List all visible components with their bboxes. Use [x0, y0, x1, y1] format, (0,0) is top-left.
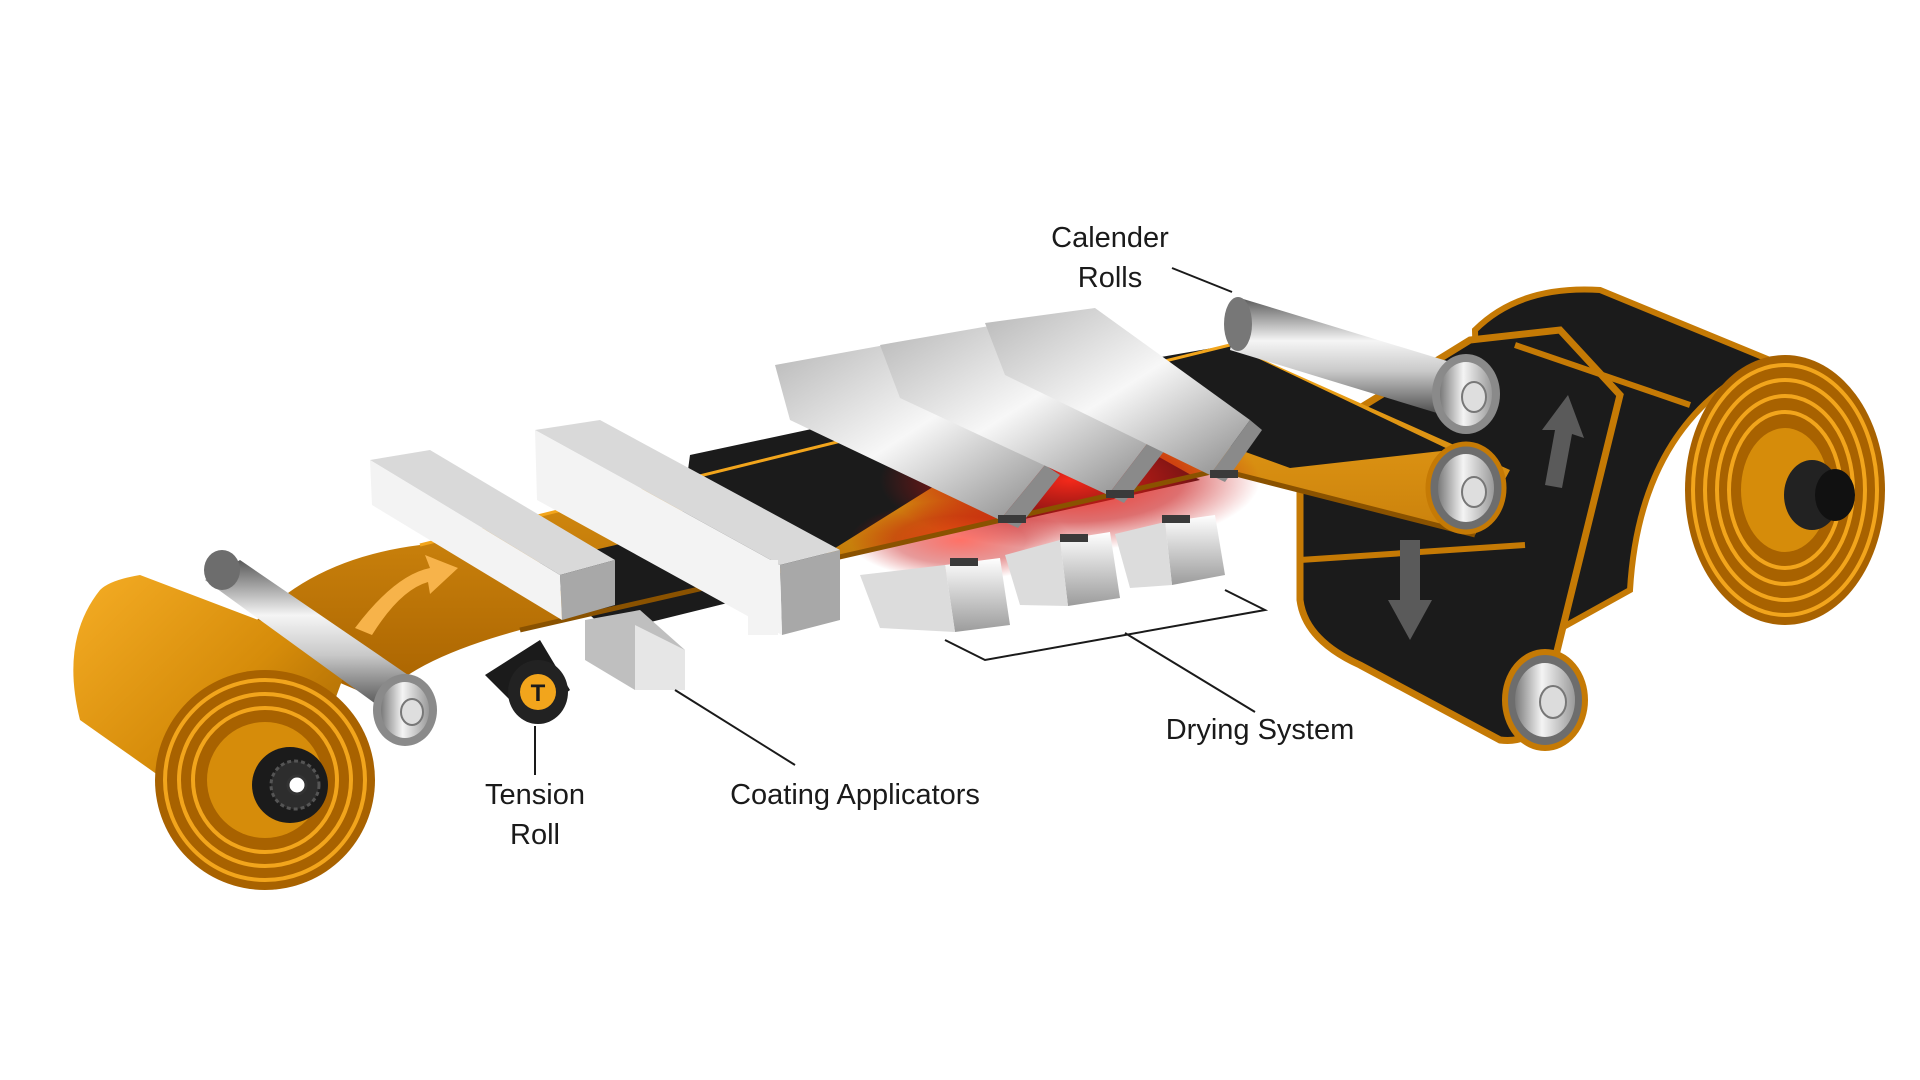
idler-roll-left [204, 550, 437, 746]
drying-system-leader [1124, 632, 1256, 713]
calender-rolls-label-line-2: Rolls [1077, 262, 1143, 294]
t-badge-icon: T [531, 680, 546, 707]
dryer-lower-2 [1005, 532, 1120, 606]
dryer-lower-3 [1115, 515, 1225, 588]
calender-rolls-label-line-1: Calender [1051, 222, 1169, 254]
calender-roll-upper [1224, 297, 1500, 434]
calender-rolls-leader [1171, 267, 1233, 293]
dryer-lower-1 [860, 558, 1010, 632]
tension-roll-label-line-1: Tension [485, 779, 585, 811]
down-arrow-icon [1388, 540, 1432, 640]
coating-applicators-label: Coating Applicators [730, 779, 980, 811]
take-up-roll-end [1685, 355, 1885, 625]
calender-rolls-label: Calender Rolls [1050, 218, 1170, 298]
up-arrow-icon [1542, 395, 1584, 488]
drying-system [775, 308, 1269, 713]
tension-roll-label: Tension Roll [475, 775, 595, 855]
drying-system-bracket [944, 589, 1269, 662]
tension-roll-label-line-2: Roll [510, 819, 560, 851]
coating-applicator-2 [535, 420, 840, 635]
dryer-upper-2 [880, 325, 1165, 503]
coating-applicator-1 [370, 450, 685, 690]
unwind-roll [73, 575, 375, 890]
calender-rolls [1224, 297, 1507, 535]
dryer-upper-3 [985, 308, 1262, 482]
coating-applicators [370, 420, 840, 766]
calender-roll-lower [1425, 441, 1507, 535]
dryer-upper-1 [775, 345, 1060, 528]
flow-arrow-icon [355, 555, 458, 635]
accumulator-bottom-roll [1502, 649, 1588, 751]
drying-system-label: Drying System [1165, 714, 1355, 746]
tension-roll: T [485, 640, 570, 775]
coating-applicators-leader [674, 689, 796, 766]
